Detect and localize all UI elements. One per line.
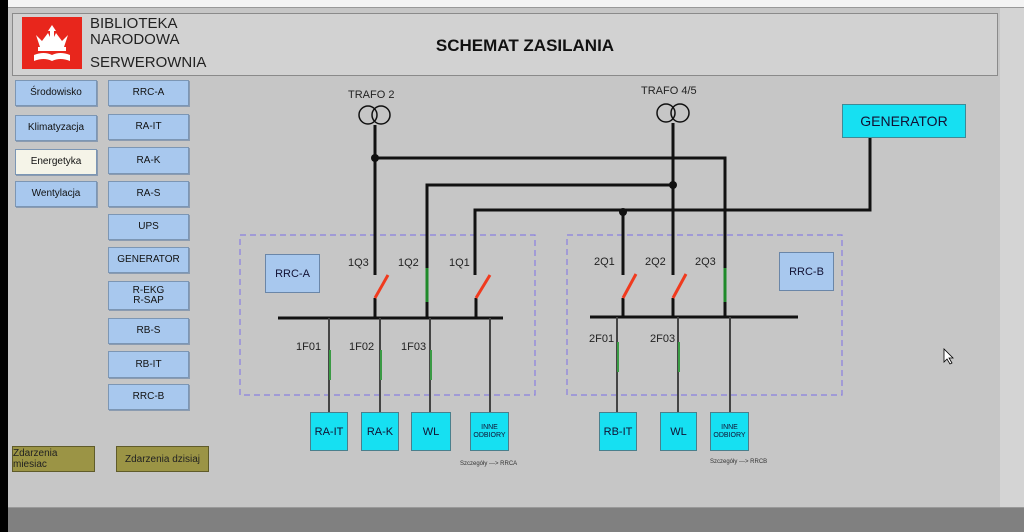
status-bar [8,507,1024,532]
load-rb-it[interactable]: RB-IT [599,412,637,451]
trafo2-coil-icon [358,105,378,125]
details-rrca-link[interactable]: Szczegóły ---> RRCA [460,461,518,467]
toolbar [0,0,1024,8]
brand-line-1: BIBLIOTEKA [90,15,178,32]
nav-rrc-a[interactable]: RRC-A [108,80,189,106]
section-a-frame [239,234,536,396]
load-inne-a[interactable]: INNE ODBIORY [470,412,509,451]
nav-generator[interactable]: GENERATOR [108,247,189,273]
section-b-frame [566,234,843,396]
switch-2q2 [671,273,688,299]
supply-lines [278,123,872,320]
nav-srodowisko[interactable]: Środowisko [15,80,97,106]
nav-wentylacja[interactable]: Wentylacja [15,181,97,207]
switch-label: 2Q3 [695,256,716,268]
nav-rb-s[interactable]: RB-S [108,318,189,344]
trafo45-label: TRAFO 4/5 [641,85,697,97]
generator-box[interactable]: GENERATOR [842,104,966,138]
nav-rrc-b[interactable]: RRC-B [108,384,189,410]
load-ra-k[interactable]: RA-K [361,412,399,451]
feeder-lines [328,317,731,412]
details-rrcb-link[interactable]: Szczegóły ---> RRCB [710,459,768,465]
switch-label: 2Q2 [645,256,666,268]
rrc-a-box[interactable]: RRC-A [265,254,320,293]
events-today-button[interactable]: Zdarzenia dzisiaj [116,446,209,472]
window-edge [0,0,8,532]
load-ra-it[interactable]: RA-IT [310,412,348,451]
brand-line-3: SERWEROWNIA [90,54,207,71]
window-margin [1000,8,1024,508]
switch-label: 2Q1 [594,256,615,268]
switch-label: 1Q1 [449,257,470,269]
trafo45-coil-icon [656,103,676,123]
switch-label: 1Q3 [348,257,369,269]
feeder-label: 1F01 [296,341,322,353]
rrc-b-box[interactable]: RRC-B [779,252,834,291]
nav-energetyka[interactable]: Energetyka [15,149,97,175]
nav-klimatyzacja[interactable]: Klimatyzacja [15,115,97,141]
feeder-label: 2F01 [589,333,615,345]
open-switches [373,273,688,299]
header-panel [12,13,998,76]
feeder-label: 1F03 [401,341,427,353]
load-inne-b[interactable]: INNE ODBIORY [710,412,749,451]
switch-1q1 [474,274,492,299]
feeder-label: 1F02 [349,341,375,353]
trafo2-label: TRAFO 2 [348,89,395,101]
events-month-button[interactable]: Zdarzenia miesiac [12,446,95,472]
switch-label: 1Q2 [398,257,419,269]
nav-ra-s[interactable]: RA-S [108,181,189,207]
switch-2q1 [621,273,638,299]
nav-r-ekg-r-sap[interactable]: R-EKG R-SAP [108,281,189,310]
nav-ups[interactable]: UPS [108,214,189,240]
crown-logo-icon [22,17,82,69]
switch-1q3 [373,274,390,299]
nav-rb-it[interactable]: RB-IT [108,351,189,378]
brand-line-2: NARODOWA [90,31,180,48]
page-title: SCHEMAT ZASILANIA [435,36,615,55]
nav-ra-it[interactable]: RA-IT [108,114,189,140]
nav-ra-k[interactable]: RA-K [108,147,189,174]
load-wl-a[interactable]: WL [411,412,451,451]
feeder-label: 2F03 [650,333,676,345]
load-wl-b[interactable]: WL [660,412,697,451]
